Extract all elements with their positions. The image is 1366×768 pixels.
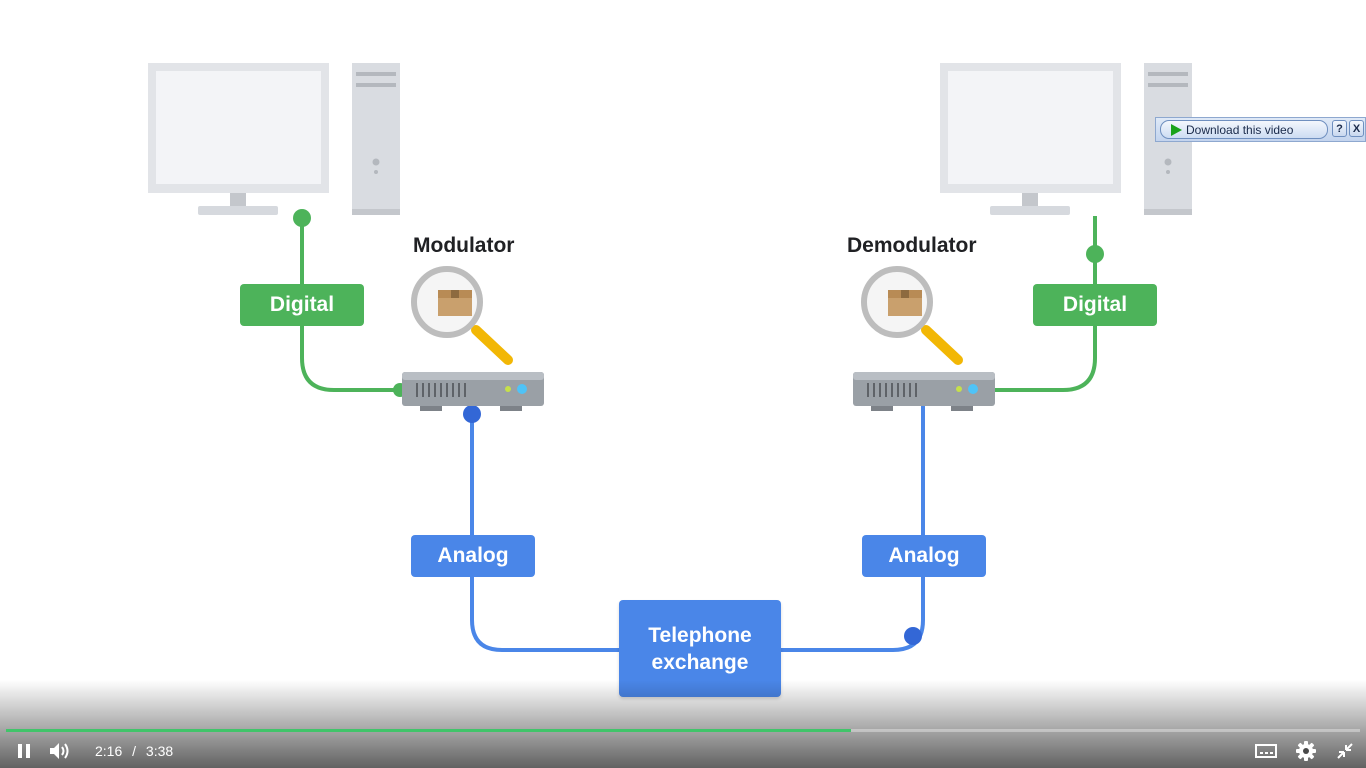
close-overlay-button[interactable]: X [1349, 120, 1364, 137]
left-computer-icon [148, 63, 400, 215]
digital-label-right: Digital [1033, 284, 1157, 326]
exit-fullscreen-button[interactable] [1332, 738, 1358, 764]
magnifier-icon [411, 266, 513, 365]
analog-label-left: Analog [411, 535, 535, 577]
player-controls: 2:16 / 3:38 [0, 734, 1366, 768]
time-display: 2:16 / 3:38 [95, 743, 173, 759]
analog-label-right: Analog [862, 535, 986, 577]
right-computer-icon [940, 63, 1192, 215]
digital-line-right [995, 216, 1097, 392]
volume-button[interactable] [46, 738, 74, 764]
analog-line-left [470, 414, 620, 652]
analog-dot-right [904, 627, 922, 645]
demodulator-device-icon [853, 372, 995, 411]
digital-dot-left [293, 209, 311, 227]
help-button[interactable]: ? [1332, 120, 1347, 137]
current-time: 2:16 [95, 743, 123, 759]
digital-label-left: Digital [240, 284, 364, 326]
modulator-heading: Modulator [413, 234, 515, 257]
analog-dot-left [463, 405, 481, 423]
analog-line-right [780, 406, 925, 652]
download-video-button[interactable]: Download this video [1160, 120, 1328, 139]
time-separator: / [132, 743, 137, 759]
download-video-label: Download this video [1186, 122, 1294, 137]
settings-button[interactable] [1292, 738, 1320, 764]
pause-icon [18, 744, 30, 758]
digital-dot-right [1086, 245, 1104, 263]
progress-played [6, 729, 851, 732]
captions-icon [1255, 744, 1277, 758]
duration: 3:38 [145, 743, 174, 759]
demodulator-heading: Demodulator [847, 234, 977, 257]
volume-icon [50, 743, 69, 759]
exit-fullscreen-icon [1337, 743, 1353, 759]
gear-icon [1296, 741, 1316, 761]
digital-line-left [300, 218, 402, 392]
pause-button[interactable] [12, 738, 36, 764]
play-arrow-icon [1171, 123, 1182, 136]
download-toolbar: Download this video ? X [1155, 117, 1366, 142]
controls-gradient [0, 680, 1366, 768]
magnifier-icon [861, 266, 963, 365]
progress-bar[interactable] [6, 729, 1360, 732]
captions-button[interactable] [1252, 738, 1280, 764]
modulator-device-icon [402, 372, 544, 411]
